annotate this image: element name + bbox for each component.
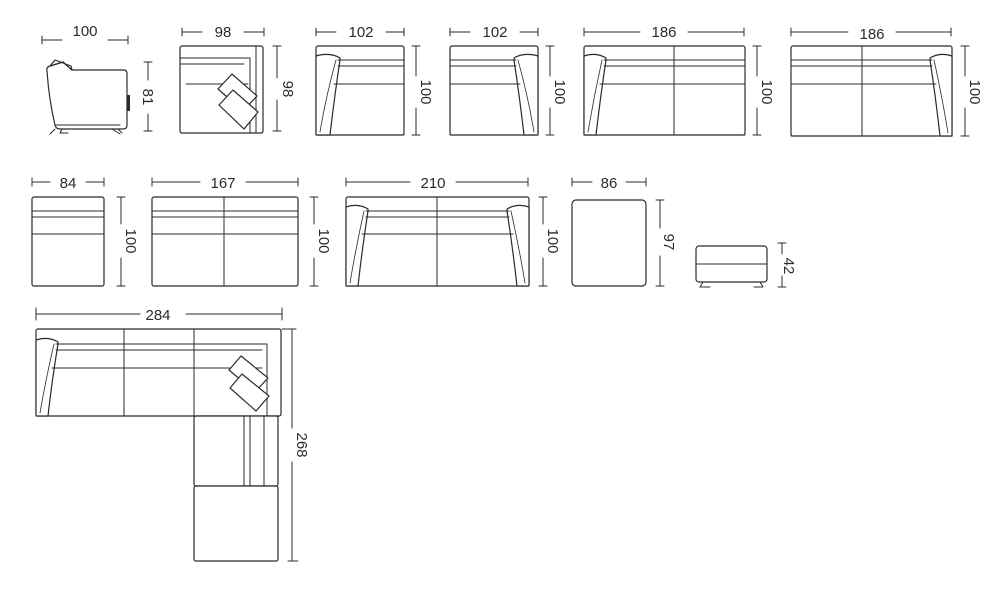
sofa2-right-depth-label: 100 <box>966 79 983 104</box>
width-dimension-line: 167 <box>151 175 299 192</box>
width-dimension-line: 100 <box>41 23 129 45</box>
width-dimension-line: 102 <box>449 24 539 41</box>
corner-module: 98 98 <box>179 24 296 134</box>
corner-sofa-width-label: 284 <box>145 307 170 324</box>
width-dimension-line: 98 <box>181 24 265 41</box>
pouf-depth-label: 97 <box>660 234 677 251</box>
pouf-height-label: 42 <box>780 258 797 275</box>
corner-depth-label: 98 <box>279 81 296 98</box>
sofa2-right-width-label: 186 <box>859 26 884 43</box>
double-width-label: 167 <box>210 175 235 192</box>
width-dimension-line: 186 <box>583 24 745 41</box>
sofa2-left-width-label: 186 <box>651 24 676 41</box>
single-width-label: 84 <box>60 175 77 192</box>
sofa2-right-arm: 186 100 <box>790 26 983 137</box>
arm-module-left: 102 100 <box>315 24 434 136</box>
arm-left-width-label: 102 <box>348 24 373 41</box>
depth-dimension-line: 268 <box>281 328 310 562</box>
arm-right-depth-label: 100 <box>551 79 568 104</box>
sofa-two-arms: 210 100 <box>345 175 561 287</box>
corner-sofa-l-shape: 284 268 <box>35 307 310 562</box>
double-depth-label: 100 <box>315 228 332 253</box>
single-seat-module: 84 100 <box>31 175 139 287</box>
width-dimension-line: 210 <box>345 175 529 192</box>
arm-left-depth-label: 100 <box>417 79 434 104</box>
arm-right-width-label: 102 <box>482 24 507 41</box>
width-dimension-line: 284 <box>35 307 283 324</box>
corner-sofa-depth-label: 268 <box>293 432 310 457</box>
width-dimension-line: 186 <box>790 26 952 43</box>
pouf-side-view: 42 <box>695 242 797 288</box>
depth-dimension-line: 98 <box>272 45 296 132</box>
height-dimension-line: 81 <box>139 61 156 132</box>
double-seat-module: 167 100 <box>151 175 332 287</box>
depth-dimension-line: 100 <box>960 45 983 137</box>
armchair-width-label: 100 <box>72 23 97 40</box>
cushion-icon <box>217 73 259 130</box>
depth-dimension-line: 100 <box>538 196 561 287</box>
pouf-width-label: 86 <box>601 175 618 192</box>
sofa2-left-arm: 186 100 <box>583 24 775 136</box>
armchair-height-label: 81 <box>139 89 156 106</box>
arm-module-right: 102 100 <box>449 24 568 136</box>
depth-dimension-line: 100 <box>309 196 332 287</box>
sofa-depth-label: 100 <box>544 228 561 253</box>
depth-dimension-line: 100 <box>116 196 139 287</box>
armchair-side-view: 100 81 <box>41 23 156 135</box>
width-dimension-line: 86 <box>571 175 647 192</box>
width-dimension-line: 102 <box>315 24 405 41</box>
depth-dimension-line: 97 <box>655 199 677 287</box>
height-dimension-line: 42 <box>777 242 797 288</box>
sofa2-left-depth-label: 100 <box>758 79 775 104</box>
corner-width-label: 98 <box>215 24 232 41</box>
depth-dimension-line: 100 <box>752 45 775 136</box>
cushion-icon <box>228 355 270 412</box>
depth-dimension-line: 100 <box>411 45 434 136</box>
pouf-top-view: 86 97 <box>571 175 677 287</box>
width-dimension-line: 84 <box>31 175 105 192</box>
depth-dimension-line: 100 <box>545 45 568 136</box>
sofa-width-label: 210 <box>420 175 445 192</box>
single-depth-label: 100 <box>122 228 139 253</box>
